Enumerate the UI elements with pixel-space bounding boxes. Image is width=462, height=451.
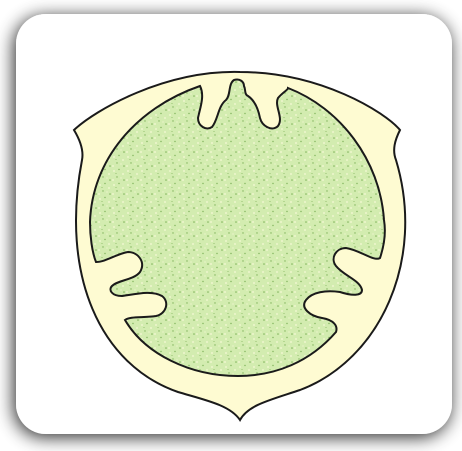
cell-illustration [0, 0, 462, 451]
image-stage [0, 0, 462, 451]
